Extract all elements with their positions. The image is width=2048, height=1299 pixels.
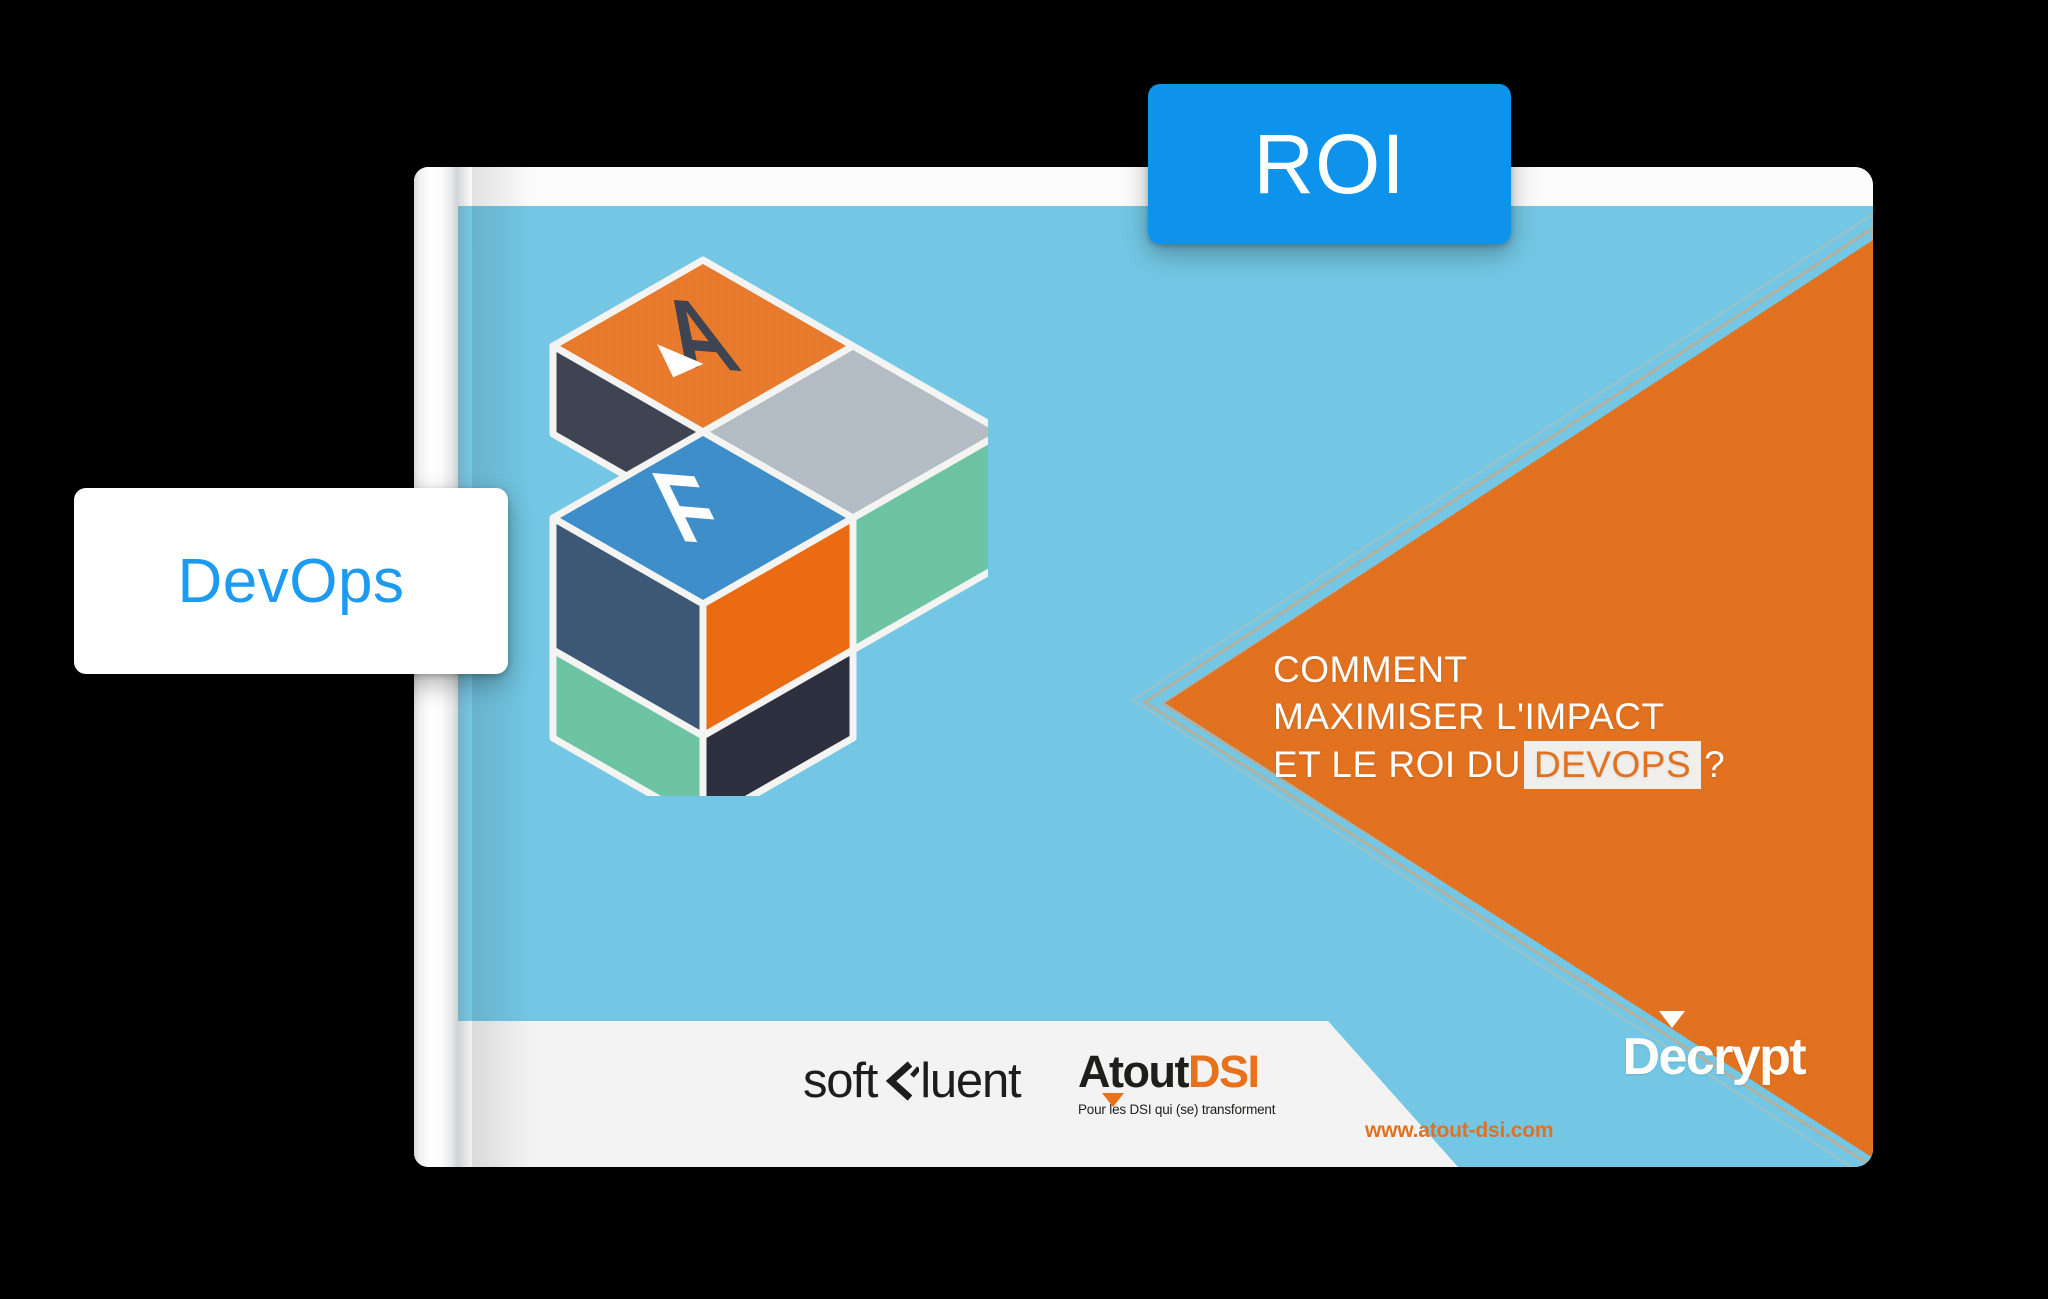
cube-svg: .ed { stroke:#f4f4f2; stroke-width:7; st… xyxy=(549,256,1007,828)
chevron-f-icon xyxy=(879,1059,922,1103)
decrypt-prefix: D xyxy=(1622,1028,1661,1086)
atoutdsi-tagline: Pour les DSI qui (se) transforment xyxy=(1078,1102,1276,1117)
decrypt-suffix: crypt xyxy=(1685,1028,1807,1086)
orange-panel-svg xyxy=(1130,212,1873,1167)
atoutdsi-name-orange: DSI xyxy=(1187,1046,1260,1097)
badge-devops[interactable]: DevOps xyxy=(74,488,508,674)
chevron-f-glyph xyxy=(885,1061,922,1101)
softfluent-prefix: soft xyxy=(803,1054,878,1108)
website-url: www.atout-dsi.com xyxy=(1365,1119,1554,1142)
decrypt-accent-letter: e xyxy=(1658,1028,1688,1086)
isometric-cube-illustration: .ed { stroke:#f4f4f2; stroke-width:7; st… xyxy=(488,236,1007,828)
cover-footer-band xyxy=(458,1021,1458,1167)
atoutdsi-wordmark: AtoutDSI xyxy=(1078,1049,1275,1094)
cover-paper: .ed { stroke:#f4f4f2; stroke-width:7; st… xyxy=(458,167,1873,1167)
atoutdsi-triangle-icon xyxy=(1102,1093,1124,1107)
softfluent-suffix: luent xyxy=(920,1054,1021,1108)
title-line-1: COMMENT xyxy=(1273,649,1468,690)
title-highlight-devops: DEVOPS xyxy=(1523,740,1702,789)
ebook-cover-mockup: .ed { stroke:#f4f4f2; stroke-width:7; st… xyxy=(414,167,1873,1167)
title-line-2: MAXIMISER L'IMPACT xyxy=(1273,696,1665,738)
atoutdsi-name-dark: Atout xyxy=(1078,1046,1189,1097)
cover-artwork-area: .ed { stroke:#f4f4f2; stroke-width:7; st… xyxy=(458,206,1873,1167)
badge-roi[interactable]: ROI xyxy=(1148,84,1511,244)
title-line-3-suffix: ? xyxy=(1704,743,1726,785)
title-line-3-prefix: ET LE ROI DU xyxy=(1273,743,1521,785)
atoutdsi-logo: AtoutDSI Pour les DSI qui (se) transform… xyxy=(1078,1049,1275,1117)
softfluent-logo: soft luent xyxy=(803,1053,1022,1109)
orange-chevron-panel xyxy=(458,206,1873,1167)
decrypt-logo: Decrypt xyxy=(1622,1027,1807,1087)
